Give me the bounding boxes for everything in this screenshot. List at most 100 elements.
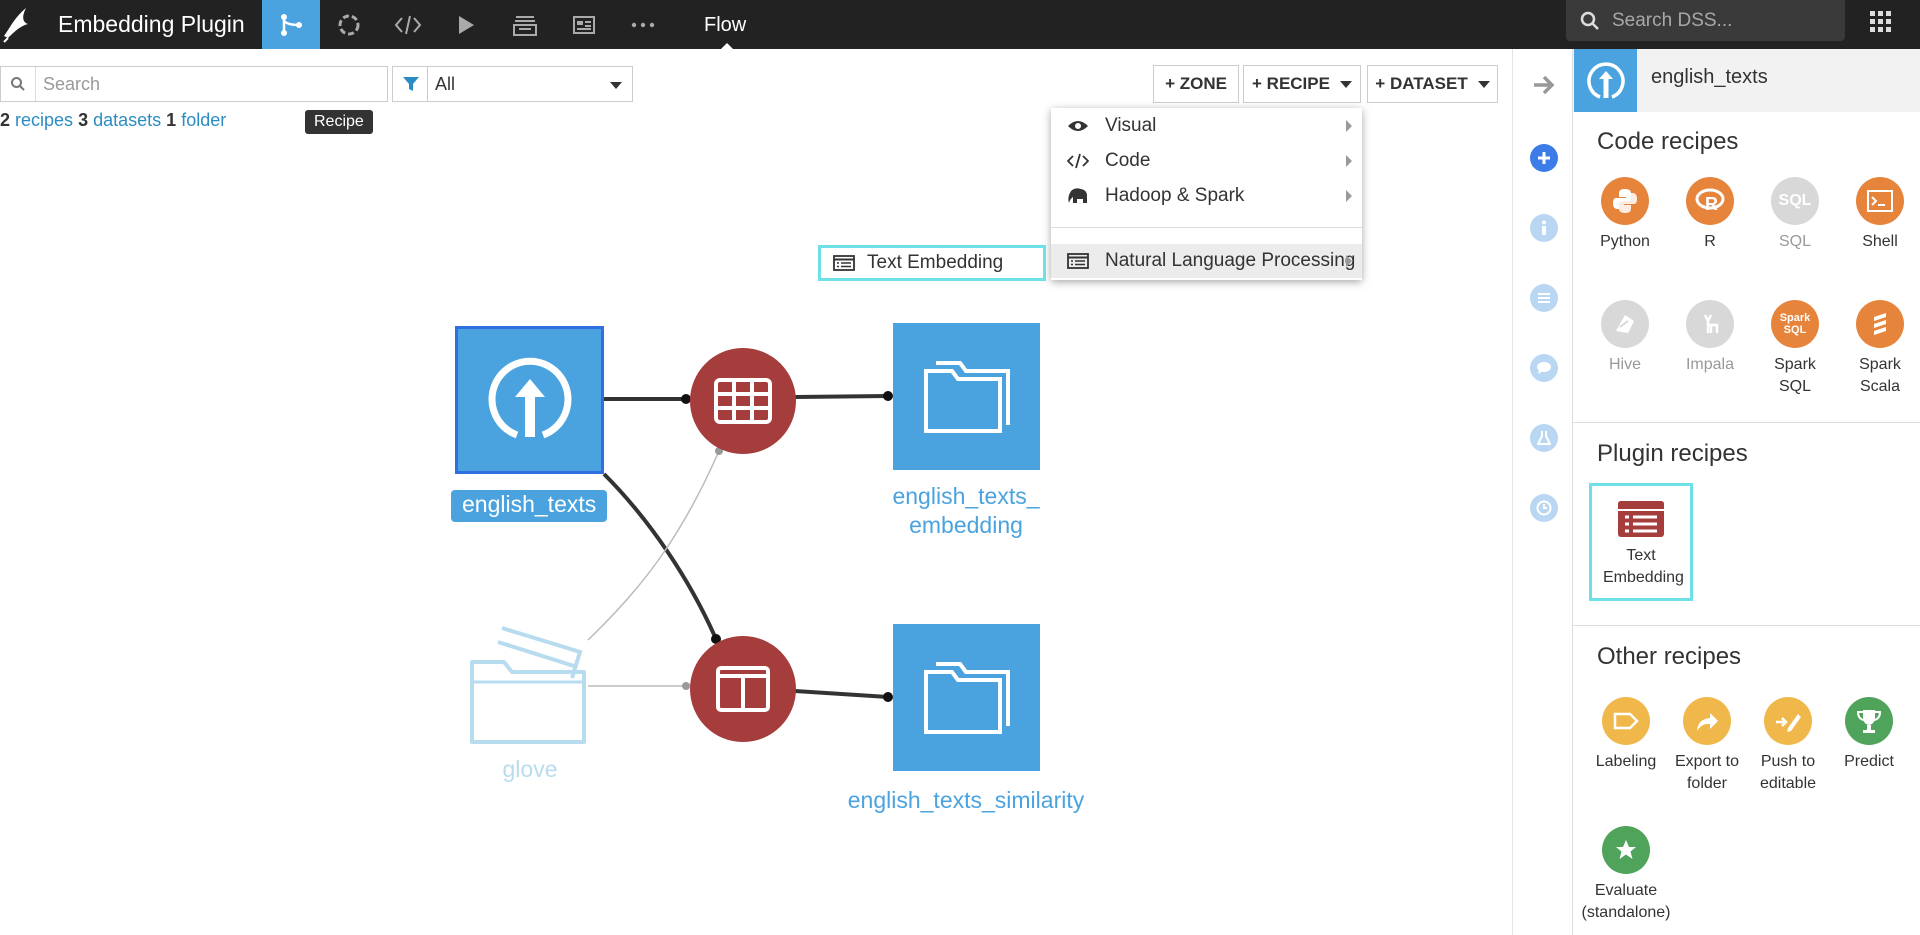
panel-dataset-name: english_texts — [1651, 66, 1768, 88]
other-recipes-title: Other recipes — [1597, 643, 1742, 670]
filter-button[interactable] — [392, 66, 428, 102]
global-search-box[interactable]: Search DSS... — [1566, 0, 1845, 41]
stack-nav-button[interactable] — [496, 0, 554, 49]
recipe-r[interactable]: R R — [1668, 177, 1752, 253]
filter-select-value: All — [435, 74, 456, 94]
recipe-dropdown-menu: Visual Code Hadoop & Spark Natural Langu… — [1051, 108, 1362, 280]
code-nav-button[interactable] — [379, 0, 437, 49]
jobs-nav-button[interactable] — [320, 0, 378, 49]
recipe-label: SQL — [1778, 233, 1811, 250]
datasets-link[interactable]: datasets — [93, 110, 162, 130]
timeline-clock-icon[interactable] — [1530, 494, 1558, 522]
code-icon — [1051, 153, 1105, 169]
folder-icon — [923, 661, 1010, 734]
folder-english-texts-similarity[interactable] — [893, 624, 1040, 771]
recipe-label: Labeling — [1595, 753, 1657, 770]
info-icon[interactable] — [1530, 214, 1558, 242]
push-pencil-icon — [1764, 697, 1812, 745]
recipe-push-to-editable[interactable]: Push to editable — [1746, 697, 1830, 795]
upload-icon — [1574, 49, 1637, 112]
add-zone-button[interactable]: + ZONE — [1153, 65, 1239, 103]
add-circle-icon[interactable] — [1530, 144, 1558, 172]
flow-nav-button[interactable] — [262, 0, 320, 49]
chevron-right-icon — [1346, 255, 1352, 267]
add-recipe-button[interactable]: + RECIPE — [1243, 65, 1361, 103]
folder-label-line2: embedding — [909, 512, 1023, 538]
run-icon — [459, 15, 474, 34]
recipe-impala[interactable]: Impala — [1668, 300, 1752, 376]
folder-label-glove[interactable]: glove — [502, 756, 558, 782]
discussion-icon[interactable] — [1530, 354, 1558, 382]
menu-item-label: Code — [1105, 150, 1151, 171]
recipe-sql[interactable]: SQL SQL — [1753, 177, 1837, 253]
run-nav-button[interactable] — [437, 0, 495, 49]
svg-text:R: R — [1705, 194, 1718, 214]
star-badge-icon — [1602, 826, 1650, 874]
recipe-label: Evaluate (standalone) — [1581, 882, 1671, 921]
recipe-spark-scala[interactable]: Spark Scala — [1838, 300, 1920, 398]
recipe-evaluate-standalone[interactable]: Evaluate (standalone) — [1582, 826, 1670, 924]
chevron-down-icon — [1339, 80, 1352, 88]
recipes-count: 2 — [0, 110, 11, 130]
section-divider — [1573, 422, 1920, 423]
project-title[interactable]: Embedding Plugin — [58, 11, 245, 37]
menu-item-code[interactable]: Code — [1051, 144, 1362, 178]
trophy-icon — [1845, 697, 1893, 745]
search-icon — [1, 67, 36, 101]
chevron-down-icon — [610, 82, 622, 89]
recipe-predict[interactable]: Predict — [1827, 697, 1911, 773]
menu-item-hadoop-spark[interactable]: Hadoop & Spark — [1051, 179, 1362, 213]
collapse-arrow-icon[interactable] — [1530, 71, 1558, 99]
recipe-python[interactable]: Python — [1583, 177, 1667, 253]
plugin-recipe-text-embedding-highlight[interactable] — [1589, 483, 1693, 601]
folder-glove[interactable] — [468, 626, 590, 744]
folder-english-texts-embedding[interactable] — [893, 323, 1040, 470]
dataset-english-texts[interactable] — [455, 326, 604, 474]
impala-icon — [1686, 300, 1734, 348]
more-nav-button[interactable] — [614, 0, 672, 49]
dataset-label-english-texts[interactable]: english_texts — [451, 490, 608, 522]
recipe-label: Push to editable — [1759, 753, 1817, 792]
more-icon — [631, 22, 655, 27]
details-list-icon[interactable] — [1530, 284, 1558, 312]
add-dataset-button[interactable]: + DATASET — [1367, 65, 1498, 103]
folders-link[interactable]: folder — [181, 110, 227, 130]
sql-icon: SQL — [1771, 177, 1819, 225]
search-icon — [1580, 11, 1599, 30]
menu-item-visual[interactable]: Visual — [1051, 109, 1362, 143]
filter-select[interactable]: All — [427, 66, 633, 102]
recipe-node-embedding[interactable] — [690, 348, 796, 454]
dashboard-nav-button[interactable] — [555, 0, 613, 49]
folder-label-english-texts-embedding[interactable]: english_texts_ embedding — [866, 482, 1066, 540]
list-card-icon — [1051, 253, 1105, 269]
jobs-icon — [338, 14, 360, 35]
apps-grid-icon — [1870, 11, 1891, 32]
lab-flask-icon[interactable] — [1530, 424, 1558, 452]
folder-label-line1: english_texts_ — [892, 483, 1040, 509]
submenu-item-label: Text Embedding — [867, 252, 1004, 273]
recipe-node-similarity[interactable] — [690, 636, 796, 742]
apps-grid-button[interactable] — [1868, 9, 1894, 35]
list-card-icon — [821, 255, 867, 271]
recipe-label: Shell — [1862, 233, 1898, 250]
tag-icon — [1602, 697, 1650, 745]
recipe-labeling[interactable]: Labeling — [1584, 697, 1668, 773]
recipe-hive[interactable]: Hive — [1583, 300, 1667, 376]
section-divider — [1573, 625, 1920, 626]
flow-icon — [281, 13, 302, 36]
submenu-item-text-embedding[interactable]: Text Embedding — [818, 245, 1046, 281]
folder-label-english-texts-similarity[interactable]: english_texts_similarity — [847, 787, 1085, 813]
add-zone-label: + ZONE — [1165, 74, 1227, 93]
python-icon — [1601, 177, 1649, 225]
filter-icon — [402, 77, 419, 91]
dss-bird-logo-icon[interactable] — [0, 0, 42, 49]
flow-search-input[interactable]: Search — [0, 66, 388, 102]
global-search-placeholder: Search DSS... — [1612, 9, 1733, 31]
menu-item-nlp[interactable]: Natural Language Processing — [1051, 244, 1362, 278]
recipe-label: Text Embedding — [1603, 547, 1684, 586]
recipe-shell[interactable]: Shell — [1838, 177, 1920, 253]
plugin-recipe-text-embedding[interactable]: Text Embedding — [1599, 499, 1684, 589]
recipes-link[interactable]: recipes — [15, 110, 74, 130]
recipe-export-to-folder[interactable]: Export to folder — [1665, 697, 1749, 795]
